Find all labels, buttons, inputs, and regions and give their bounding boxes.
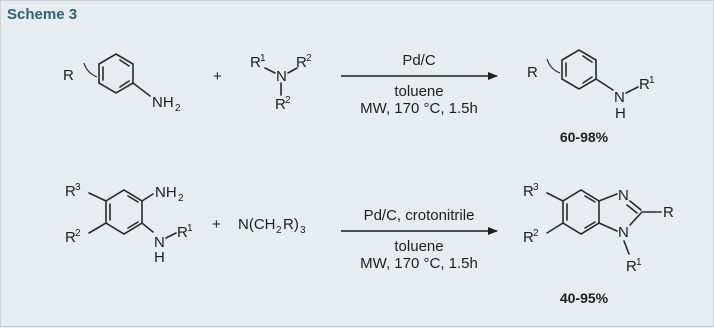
svg-text:R: R [523,229,534,246]
svg-text:NH: NH [155,184,177,201]
aniline-reactant: R NH 2 [63,53,181,114]
yield-2: 40-95% [560,290,609,306]
svg-text:1: 1 [636,257,642,268]
conditions-below-arrow-1: MW, 170 °C, 1.5h [360,100,478,117]
svg-text:2: 2 [306,53,312,64]
reagent-above-arrow-1: Pd/C [402,52,436,69]
svg-text:1: 1 [187,223,193,234]
trialkylamine-reactant: N(CH 2 R) 3 [238,216,306,236]
svg-text:R: R [527,64,538,81]
plus-sign-2: + [212,216,221,233]
svg-text:N: N [276,68,287,85]
conditions-below-arrow-2: MW, 170 °C, 1.5h [360,255,478,272]
svg-text:R: R [626,258,637,275]
svg-text:3: 3 [75,182,81,193]
svg-text:R: R [663,204,674,221]
svg-text:R: R [65,183,76,200]
svg-text:N: N [154,234,165,251]
yield-1: 60-98% [560,129,609,145]
svg-text:3: 3 [300,225,306,236]
svg-text:R: R [275,96,286,113]
svg-text:NH: NH [152,94,174,111]
svg-text:H: H [615,105,626,122]
svg-text:R: R [65,229,76,246]
svg-text:1: 1 [260,53,266,64]
svg-text:N: N [614,89,625,106]
svg-text:1: 1 [649,75,655,86]
svg-text:N: N [618,224,629,241]
svg-text:R: R [63,67,74,84]
svg-text:2: 2 [178,193,184,204]
svg-text:R: R [523,183,534,200]
svg-text:H: H [154,249,165,266]
svg-text:N(CH: N(CH [238,216,276,233]
svg-text:2: 2 [276,225,282,236]
solvent-below-arrow-1: toluene [394,83,443,100]
svg-text:2: 2 [285,95,291,106]
svg-text:N: N [618,187,629,204]
svg-text:R: R [177,224,188,241]
svg-text:2: 2 [175,103,181,114]
plus-sign: + [213,68,222,85]
svg-text:R: R [250,54,261,71]
svg-text:R): R) [283,216,299,233]
svg-text:2: 2 [75,228,81,239]
svg-text:3: 3 [533,182,539,193]
svg-text:2: 2 [533,228,539,239]
solvent-below-arrow-2: toluene [394,238,443,255]
svg-text:R: R [296,54,307,71]
reagent-above-arrow-2: Pd/C, crotonitrile [364,207,475,224]
svg-text:R: R [639,76,650,93]
scheme-title: Scheme 3 [7,6,78,23]
